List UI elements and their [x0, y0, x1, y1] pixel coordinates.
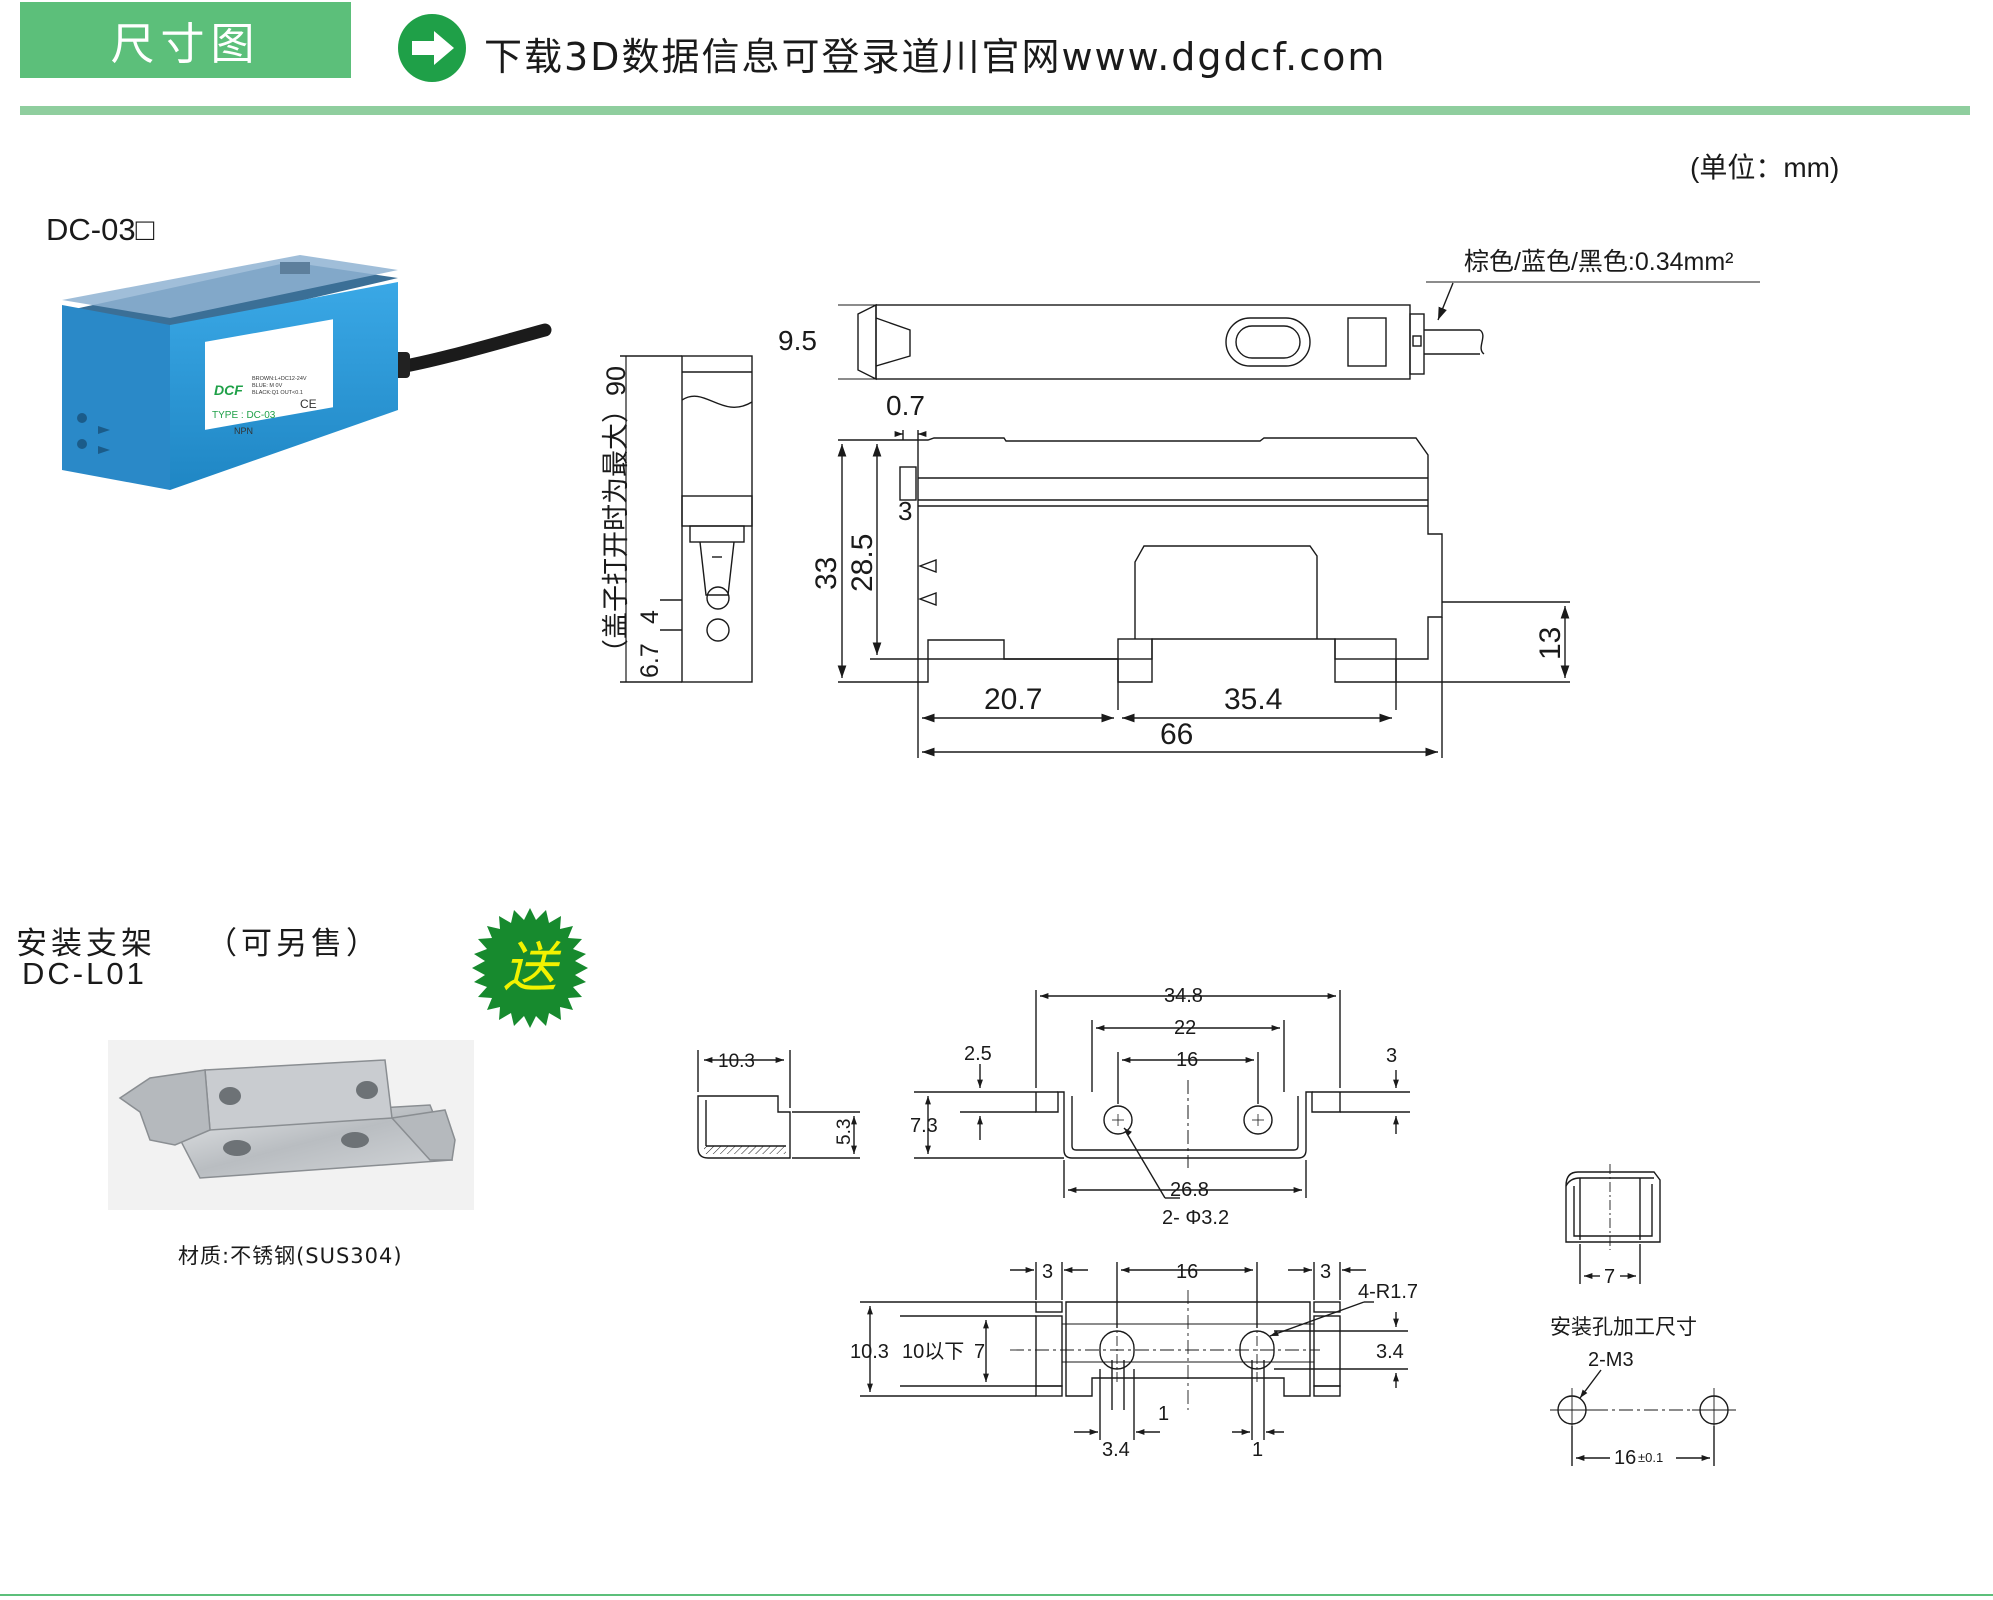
footer-divider	[0, 1594, 1993, 1596]
arrow-right-icon	[398, 14, 466, 82]
dim-35-4: 35.4	[1224, 683, 1282, 716]
bracket-fit-view	[1565, 1164, 1661, 1284]
dim-slot-radius: 4-R1.7	[1358, 1281, 1418, 1303]
bracket-model-label: DC-L01	[22, 956, 147, 991]
side-vertical-note: （盖子打开时为最大）90	[601, 366, 631, 666]
bracket-left-tab	[118, 1069, 211, 1146]
dim-1-left: 1	[1158, 1403, 1169, 1425]
mounting-thread-label: 2-M3	[1588, 1349, 1634, 1371]
starburst-shape	[472, 908, 588, 1028]
sensor-side-view	[620, 355, 753, 683]
dim-10-3-end: 10.3	[718, 1051, 755, 1072]
dim-34-8: 34.8	[1164, 985, 1203, 1007]
dim-9-5: 9.5	[778, 325, 817, 356]
gift-badge-text: 送	[503, 936, 562, 999]
section-tab: 尺寸图	[20, 2, 351, 78]
dim-20-7: 20.7	[984, 683, 1042, 716]
photo-port-icon	[77, 413, 87, 423]
sensor-cable	[388, 323, 552, 375]
ce-mark-icon: CE	[300, 397, 317, 411]
dim-10-or-less: 10以下	[902, 1341, 964, 1363]
cover-cap	[280, 262, 310, 274]
dim-13: 13	[1534, 627, 1567, 660]
bracket-hole-icon-4	[341, 1132, 369, 1148]
mounting-holes-drawing	[1550, 1369, 1736, 1466]
sensor-front-view	[838, 430, 1570, 758]
sensor-label-sticker	[205, 319, 333, 430]
dim-22: 22	[1174, 1017, 1196, 1039]
mounting-tolerance: ±0.1	[1638, 1450, 1663, 1465]
photo-brand: DCF	[214, 382, 243, 398]
dim-7-fit: 7	[1604, 1266, 1615, 1288]
sensor-product-photo: DCF BROWN:L+DC12-24V BLUE: M 0V BLACK:Q1…	[62, 255, 552, 490]
bracket-product-photo	[108, 1040, 474, 1210]
mounting-pitch: 16	[1614, 1447, 1636, 1469]
bracket-hole-icon-3	[223, 1140, 251, 1156]
header-divider	[20, 106, 1970, 115]
dim-66: 66	[1160, 718, 1193, 751]
dim-hole-diameter: 2- Φ3.2	[1162, 1207, 1229, 1229]
photo-wiring-1: BROWN:L+DC12-24V	[252, 376, 307, 382]
dim-2-5: 2.5	[964, 1043, 992, 1065]
dim-7-3: 7.3	[910, 1115, 938, 1137]
dim-3-front: 3	[1386, 1045, 1397, 1067]
dim-4: 4	[636, 610, 664, 624]
dim-16-top: 16	[1176, 1261, 1198, 1283]
photo-port-icon-2	[77, 439, 87, 449]
dim-3-top-left: 3	[1042, 1261, 1053, 1283]
sensor-model-label: DC-03□	[46, 212, 155, 247]
dim-16-front: 16	[1176, 1049, 1198, 1071]
dim-6-7: 6.7	[636, 643, 664, 678]
photo-led-icon-2	[98, 446, 110, 454]
dim-28-5: 28.5	[846, 534, 879, 592]
gift-badge: 送	[468, 906, 592, 1030]
photo-output-label: NPN	[234, 426, 253, 436]
bracket-right-tab	[390, 1109, 456, 1161]
dim-33: 33	[810, 557, 843, 590]
photo-type-label: TYPE : DC-03	[212, 410, 276, 421]
mounting-holes-title: 安装孔加工尺寸	[1550, 1316, 1697, 1339]
material-note: 材质:不锈钢(SUS304)	[178, 1244, 403, 1268]
section-title: 尺寸图	[110, 20, 261, 69]
dim-3-4-bottom: 3.4	[1102, 1439, 1130, 1461]
dim-10-3-top: 10.3	[850, 1341, 889, 1363]
unit-note: (单位：mm)	[1690, 152, 1840, 183]
wire-note: 棕色/蓝色/黑色:0.34mm²	[1464, 248, 1733, 276]
download-note: 下载3D数据信息可登录道川官网www.dgdcf.com	[484, 35, 1387, 79]
sensor-clear-cover	[62, 255, 398, 318]
sensor-top-view	[838, 281, 1760, 381]
sensor-front-face	[62, 305, 170, 490]
bracket-front-view	[914, 990, 1410, 1199]
dim-5-3: 5.3	[834, 1119, 855, 1145]
bracket-top-view	[860, 1262, 1408, 1440]
bracket-hole-icon	[219, 1087, 241, 1105]
dim-3-4-right: 3.4	[1376, 1341, 1404, 1363]
dim-3-top-right: 3	[1320, 1261, 1331, 1283]
sensor-front-dimensions	[837, 444, 1570, 757]
bracket-sale-note: （可另售）	[206, 926, 381, 962]
dim-1-right: 1	[1252, 1439, 1263, 1461]
photo-led-icon	[98, 426, 110, 434]
dim-3: 3	[898, 496, 912, 526]
photo-wiring-2: BLUE: M 0V	[252, 383, 283, 389]
bracket-hole-icon-2	[356, 1081, 378, 1099]
bracket-end-view	[697, 1050, 860, 1159]
dim-0-7: 0.7	[886, 390, 925, 421]
dim-26-8: 26.8	[1170, 1179, 1209, 1201]
photo-wiring-3: BLACK:Q1 OUT<0.1	[252, 390, 303, 396]
bracket-title: 安装支架	[16, 926, 156, 962]
dim-7-top: 7	[974, 1341, 985, 1363]
